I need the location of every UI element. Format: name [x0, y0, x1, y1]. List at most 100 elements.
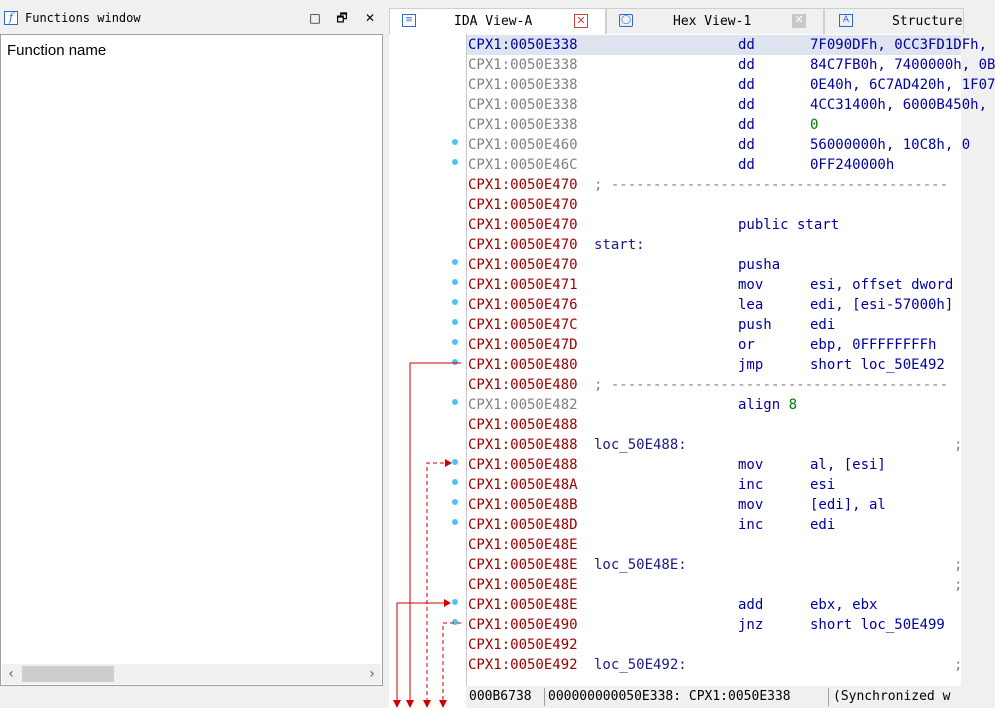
operands[interactable]: short loc_50E492 — [810, 357, 945, 373]
address[interactable]: CPX1:0050E338 — [468, 97, 578, 113]
operands[interactable]: 0FF240000h — [810, 157, 895, 173]
operands[interactable]: edi, [esi-57000h] — [810, 297, 954, 313]
listing-row[interactable]: CPX1:0050E48E — [467, 535, 961, 555]
address[interactable]: CPX1:0050E470 — [468, 197, 578, 213]
address[interactable]: CPX1:0050E460 — [468, 137, 578, 153]
float-window-icon[interactable]: 🗗 — [336, 11, 348, 25]
mnemonic[interactable]: mov — [738, 497, 764, 513]
address[interactable]: CPX1:0050E48E — [468, 557, 578, 573]
operands[interactable]: al, [esi] — [810, 457, 886, 473]
tab-ida-view-a[interactable]: ≡ IDA View-A ✕ — [389, 8, 606, 34]
listing-row[interactable]: CPX1:0050E47D or ebp, 0FFFFFFFFh — [467, 335, 961, 355]
address[interactable]: CPX1:0050E48B — [468, 497, 578, 513]
mnemonic[interactable]: lea — [738, 297, 764, 313]
address[interactable]: CPX1:0050E470 — [468, 257, 578, 273]
mnemonic[interactable]: jmp — [738, 357, 764, 373]
mnemonic[interactable]: or — [738, 337, 755, 353]
address[interactable]: CPX1:0050E476 — [468, 297, 578, 313]
code-label[interactable]: start: — [594, 237, 645, 253]
listing-row[interactable]: CPX1:0050E48A inc esi — [467, 475, 961, 495]
listing-row[interactable]: CPX1:0050E470 public start — [467, 215, 961, 235]
operands[interactable]: 0 — [810, 117, 819, 133]
mnemonic[interactable]: dd — [738, 157, 755, 173]
listing-row[interactable]: CPX1:0050E470; -------------------------… — [467, 175, 961, 195]
listing-row[interactable]: CPX1:0050E48B mov [edi], al — [467, 495, 961, 515]
address[interactable]: CPX1:0050E480 — [468, 377, 578, 393]
address[interactable]: CPX1:0050E338 — [468, 77, 578, 93]
address[interactable]: CPX1:0050E488 — [468, 437, 578, 453]
address[interactable]: CPX1:0050E338 — [468, 117, 578, 133]
function-name-column-header[interactable]: Function name — [7, 42, 107, 59]
address[interactable]: CPX1:0050E480 — [468, 357, 578, 373]
mnemonic[interactable]: dd — [738, 137, 755, 153]
tab-hex-view-1[interactable]: ◯ Hex View-1 ✕ — [606, 8, 824, 34]
comment-marker[interactable]: ; — [954, 437, 963, 453]
address[interactable]: CPX1:0050E470 — [468, 217, 578, 233]
address[interactable]: CPX1:0050E492 — [468, 637, 578, 653]
address[interactable]: CPX1:0050E48E — [468, 577, 578, 593]
listing-row[interactable]: CPX1:0050E48E loc_50E48E:; — [467, 555, 963, 575]
mnemonic[interactable]: inc — [738, 477, 764, 493]
operands[interactable]: short loc_50E499 — [810, 617, 945, 633]
mnemonic[interactable]: add — [738, 597, 764, 613]
address[interactable]: CPX1:0050E48E — [468, 537, 578, 553]
scroll-right-icon[interactable]: › — [369, 666, 375, 682]
mnemonic[interactable]: inc — [738, 517, 764, 533]
disassembly-listing[interactable]: CPX1:0050E338 dd 7F090DFh, 0CC3FD1DFh, CPX1… — [466, 34, 995, 686]
comment-marker[interactable]: ; — [954, 557, 963, 573]
mnemonic[interactable]: dd — [738, 37, 755, 53]
comment-marker[interactable]: ; — [954, 577, 963, 593]
mnemonic[interactable]: mov — [738, 457, 764, 473]
address[interactable]: CPX1:0050E338 — [468, 37, 578, 53]
comment-marker[interactable]: ; — [954, 657, 963, 673]
listing-row[interactable]: CPX1:0050E480 ; -------------------------… — [467, 375, 961, 395]
tab-structures[interactable]: A Structure — [824, 8, 964, 34]
listing-row[interactable]: CPX1:0050E492 loc_50E492:; — [467, 655, 963, 675]
operands[interactable]: ebx, ebx — [810, 597, 878, 613]
mnemonic[interactable]: push — [738, 317, 772, 333]
functions-list[interactable]: Function name ‹ › — [0, 34, 383, 686]
scrollbar-thumb[interactable] — [22, 666, 114, 682]
mnemonic[interactable]: dd — [738, 57, 755, 73]
address[interactable]: CPX1:0050E47D — [468, 337, 578, 353]
separator-comment[interactable]: ; --------------------------------------… — [594, 177, 949, 193]
close-icon[interactable]: ✕ — [364, 11, 376, 25]
operands[interactable]: 7F090DFh, 0CC3FD1DFh, — [810, 37, 988, 53]
address[interactable]: CPX1:0050E48A — [468, 477, 578, 493]
address[interactable]: CPX1:0050E492 — [468, 657, 578, 673]
listing-row[interactable]: CPX1:0050E471 mov esi, offset dword — [467, 275, 961, 295]
mnemonic[interactable]: dd — [738, 97, 755, 113]
address[interactable]: CPX1:0050E47C — [468, 317, 578, 333]
listing-row[interactable]: CPX1:0050E46C dd 0FF240000h — [467, 155, 961, 175]
operands[interactable]: 84C7FB0h, 7400000h, 0B — [810, 57, 995, 73]
separator-comment[interactable]: ; --------------------------------------… — [594, 377, 949, 393]
mnemonic[interactable]: mov — [738, 277, 764, 293]
address[interactable]: CPX1:0050E46C — [468, 157, 578, 173]
operands[interactable]: esi — [810, 477, 836, 493]
operands[interactable]: esi, offset dword — [810, 277, 954, 293]
restore-icon[interactable]: □ — [309, 11, 321, 25]
address[interactable]: CPX1:0050E482 — [468, 397, 578, 413]
address[interactable]: CPX1:0050E490 — [468, 617, 578, 633]
code-label[interactable]: loc_50E48E: — [594, 557, 687, 573]
mnemonic[interactable]: public start — [738, 217, 840, 233]
operands[interactable]: ebp, 0FFFFFFFFh — [810, 337, 937, 353]
listing-row[interactable]: CPX1:0050E492 — [467, 635, 961, 655]
address[interactable]: CPX1:0050E471 — [468, 277, 578, 293]
mnemonic[interactable]: align 8 — [738, 397, 798, 413]
operands[interactable]: [edi], al — [810, 497, 886, 513]
code-label[interactable]: loc_50E492: — [594, 657, 687, 673]
mnemonic[interactable]: dd — [738, 117, 755, 133]
listing-row[interactable]: CPX1:0050E470 — [467, 195, 961, 215]
listing-row[interactable]: CPX1:0050E488 — [467, 415, 961, 435]
listing-row[interactable]: CPX1:0050E338 dd 0 — [467, 115, 961, 135]
